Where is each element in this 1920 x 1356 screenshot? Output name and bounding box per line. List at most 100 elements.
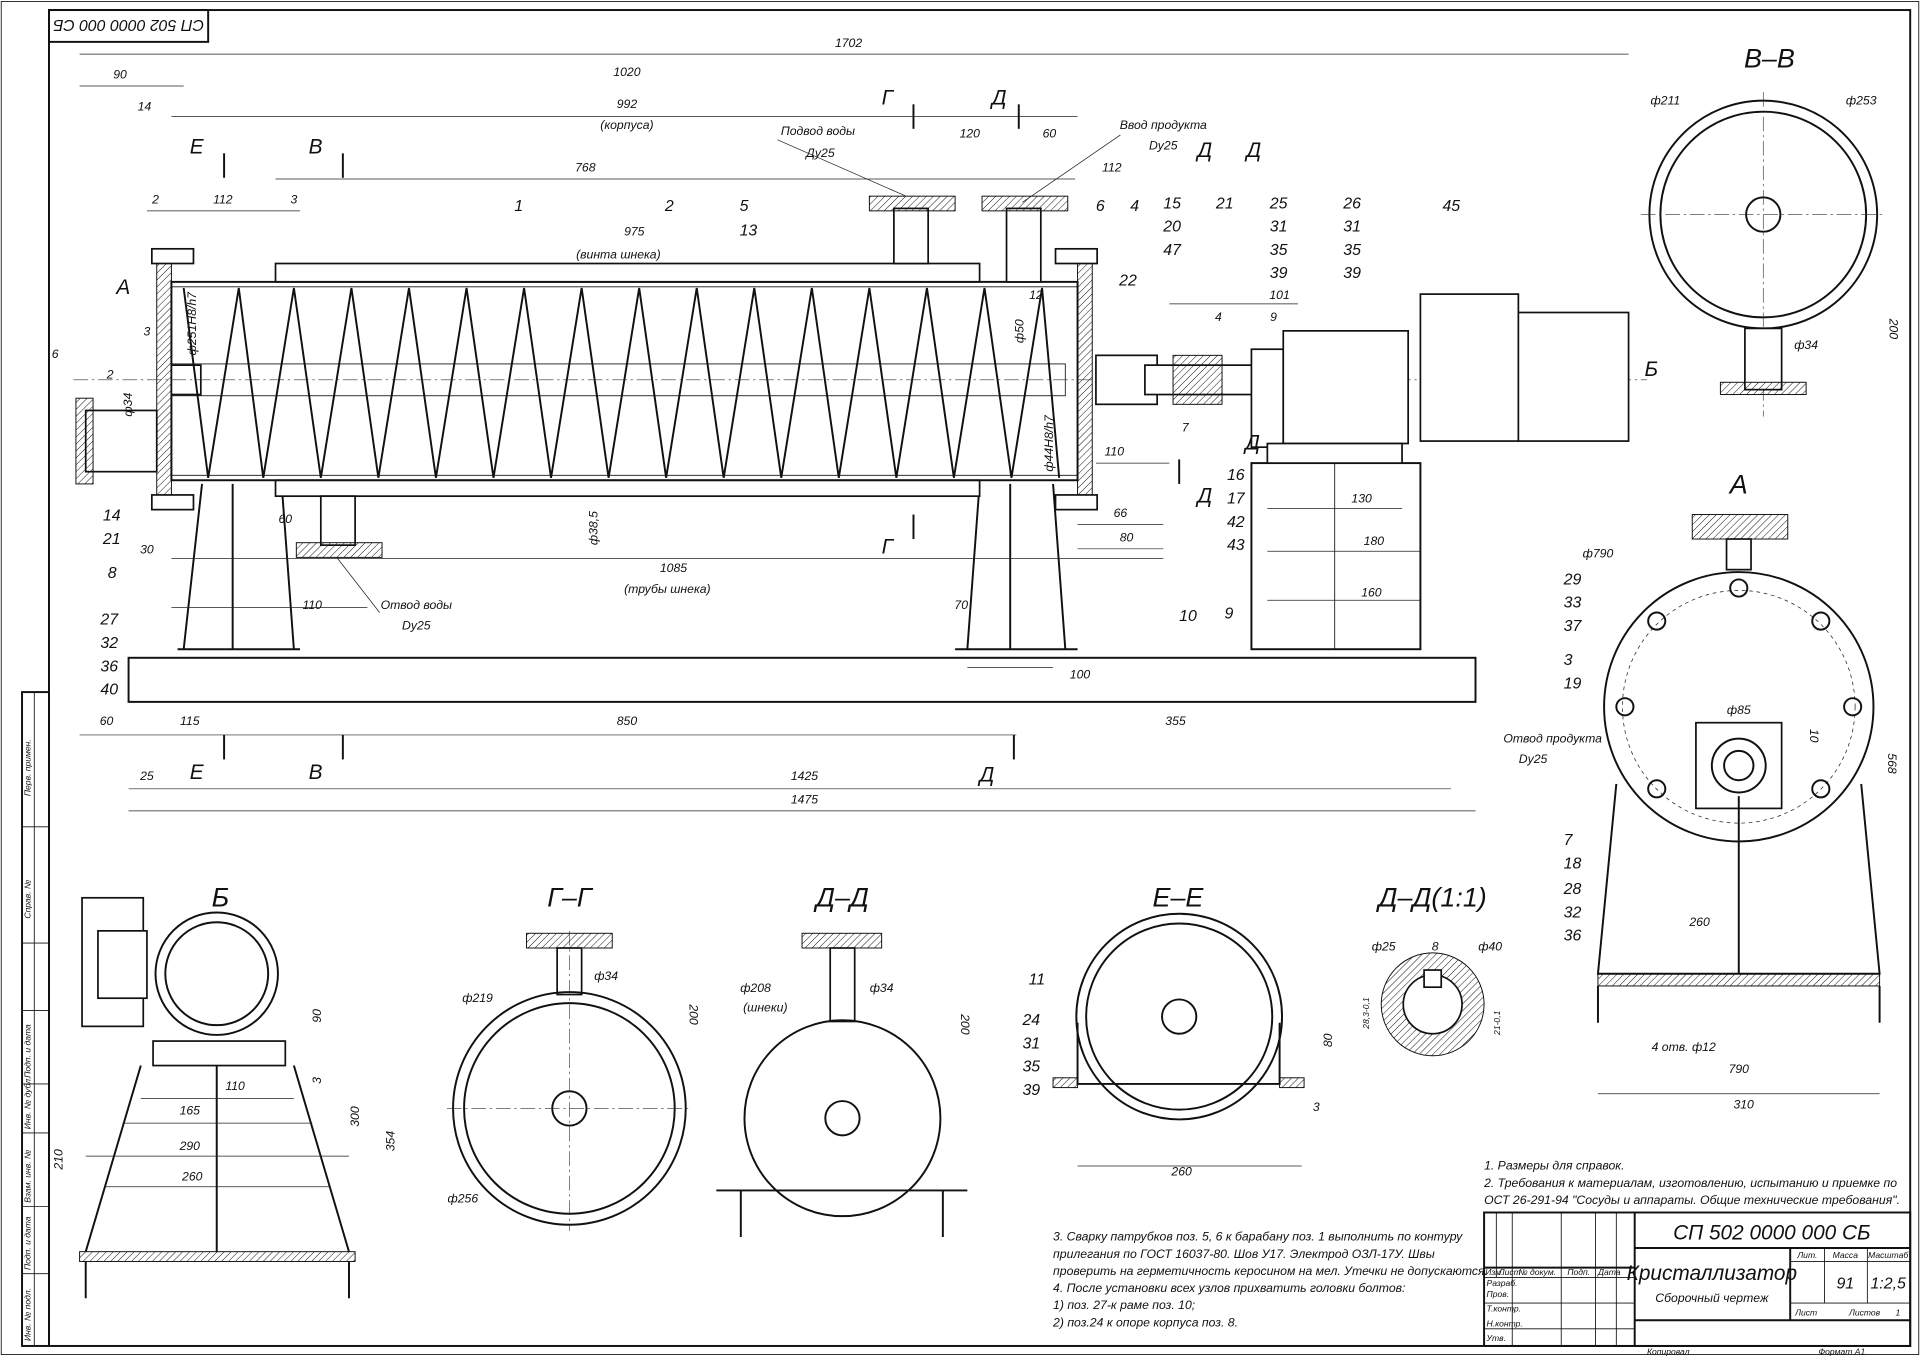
dimension-label: 354	[383, 1131, 397, 1152]
annotation-dn: Ду25	[804, 146, 835, 160]
dimension-label: 60	[1043, 126, 1057, 140]
bolt	[1054, 494, 1098, 511]
scale-value: 1:2,5	[1870, 1275, 1906, 1292]
dimension-label: 200	[686, 1003, 700, 1025]
annotation-dn: Dу25	[402, 619, 431, 633]
format-label: Формат А1	[1818, 1347, 1865, 1356]
position-callout: 36	[100, 658, 118, 675]
dimension-label: 112	[1102, 161, 1122, 175]
section-mark: Е	[190, 135, 205, 158]
flange-right	[1077, 254, 1093, 507]
dimension-label: 80	[1120, 530, 1134, 544]
dimension-label: 66	[1114, 506, 1128, 520]
dimension-label: ф34	[1794, 338, 1818, 352]
position-callout: 29	[1563, 571, 1582, 588]
position-callout: 18	[1564, 855, 1582, 872]
position-callout: 20	[1162, 219, 1181, 236]
dimension-label: 260	[1688, 915, 1710, 929]
dimension-label: 120	[960, 126, 981, 140]
dimension-label: 3	[1313, 1100, 1320, 1114]
section-mark: А	[114, 276, 130, 299]
base-frame	[127, 656, 1477, 703]
section-mark: Е	[190, 761, 205, 784]
position-callout: 35	[1270, 242, 1288, 259]
position-callout: 6	[1096, 198, 1105, 215]
position-callout: 19	[1564, 675, 1582, 692]
dimension-label: 200	[1886, 318, 1900, 340]
position-callout: 3	[1564, 652, 1573, 669]
annotation-water-outlet: Отвод воды	[381, 598, 452, 612]
view-e-e: Е–Е 80 3 260 11 24 31 35 39	[1021, 882, 1335, 1178]
position-callout: 16	[1227, 467, 1245, 484]
position-callout: 31	[1343, 219, 1361, 236]
position-callout: 39	[1022, 1082, 1040, 1099]
dimension-label: 130	[1351, 491, 1372, 505]
view-title: А	[1728, 470, 1748, 500]
dimension-label: ф34	[121, 393, 135, 417]
position-callout: 4	[1130, 198, 1139, 215]
dimension-label: 260	[1170, 1165, 1192, 1179]
position-callout: 43	[1227, 537, 1245, 554]
note-line: 1) поз. 27-к раме поз. 10;	[1053, 1298, 1195, 1312]
view-d-d: Д–Д ф208 (шнеки) ф34 200	[716, 882, 972, 1237]
position-callout: 32	[1564, 904, 1582, 921]
position-callout: 28	[1563, 881, 1582, 898]
dimension-label: 3	[290, 193, 297, 207]
section-mark: Г	[882, 86, 895, 109]
title-block: СП 502 0000 000 СБ Кристаллизатор Сбороч…	[1483, 1211, 1912, 1356]
copied-label: Копировал	[1647, 1347, 1690, 1356]
dimension-label: 10	[1807, 729, 1821, 743]
note-line: 2. Требования к материалам, изготовлению…	[1483, 1176, 1897, 1190]
view-title: Е–Е	[1153, 882, 1205, 912]
stamp-label: Инв. № дубл.	[23, 1077, 33, 1130]
dimension-label: 355	[1165, 714, 1186, 728]
dimension-label: 60	[100, 714, 114, 728]
dimension-label: 850	[617, 714, 638, 728]
dimension-label: ф208	[740, 981, 771, 995]
view-g-g: Г–Г ф219 ф34 200 ф256	[446, 882, 700, 1231]
section-mark: Д	[1243, 432, 1260, 455]
row-label: Н.контр.	[1487, 1318, 1523, 1328]
dimension-label: 1702	[835, 36, 862, 50]
view-b: Б 90 3 110 165 290 260 300 210 354	[51, 882, 397, 1299]
position-callout: 26	[1342, 195, 1361, 212]
nozzle-product-in	[1005, 207, 1042, 283]
position-callout: 31	[1022, 1035, 1040, 1052]
position-callout: 21	[1215, 195, 1234, 212]
dimension-label: 200	[958, 1013, 972, 1035]
lit-label: Лит.	[1796, 1250, 1817, 1260]
position-callout: 1	[514, 198, 523, 215]
dimension-label: 12	[1029, 288, 1043, 302]
dimension-label: 768	[575, 161, 596, 175]
section-mark: Д	[990, 86, 1007, 109]
sheet-label: Лист	[1794, 1307, 1817, 1317]
section-mark: Д	[1196, 139, 1213, 162]
section-mark: Д	[978, 763, 995, 786]
position-callout: 13	[740, 222, 758, 239]
position-callout: 33	[1564, 595, 1582, 612]
drive-stand	[1250, 462, 1422, 651]
bolt	[150, 247, 195, 265]
dimension-label: (трубы шнека)	[624, 582, 711, 596]
dimension-label: 7	[1182, 420, 1190, 434]
dimension-label: 1020	[613, 65, 640, 79]
dimension-label: 90	[113, 68, 127, 82]
dimension-label: (корпуса)	[600, 118, 653, 132]
row-label: Т.контр.	[1487, 1304, 1522, 1314]
dimension-label: 1425	[791, 769, 818, 783]
column-header: № докум.	[1518, 1267, 1556, 1277]
flange-left	[156, 254, 172, 507]
mass-value: 91	[1836, 1275, 1854, 1292]
dimension-label: 992	[617, 97, 638, 111]
position-callout: 8	[108, 565, 117, 582]
jacket-top	[274, 262, 981, 283]
dimension-label: ф25	[1372, 939, 1396, 953]
support-right	[955, 483, 1078, 651]
position-callout: 11	[1029, 972, 1046, 989]
stamp-label: Подп. и дата	[23, 1216, 33, 1270]
dimension-label: 1475	[791, 793, 818, 807]
dimension-label: 28,3-0,1	[1361, 997, 1371, 1030]
position-callout: 24	[1021, 1012, 1040, 1029]
dimension-label: ф34	[870, 981, 894, 995]
